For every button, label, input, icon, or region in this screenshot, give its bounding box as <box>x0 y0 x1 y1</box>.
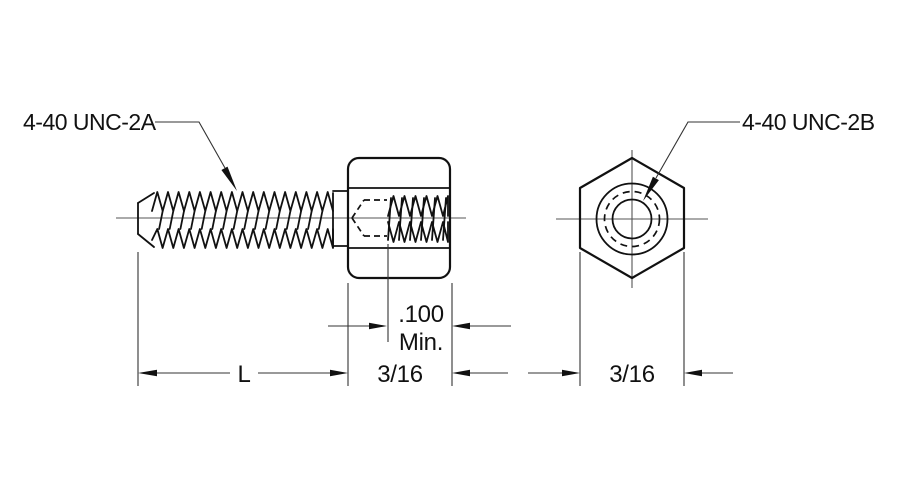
end-view <box>556 150 708 288</box>
dim-hex-width-side: 3/16 <box>377 283 508 388</box>
external-thread <box>151 191 334 249</box>
hex-end-arrow-left <box>562 369 580 377</box>
male-callout-leader-line <box>155 121 226 169</box>
stud-tip-chamfer <box>137 192 155 248</box>
thread-major-diameter-circle <box>603 190 661 248</box>
chamfer-circle <box>595 182 669 256</box>
hidden-tapped-hole <box>351 199 387 237</box>
hex-width-side-value: 3/16 <box>377 361 423 388</box>
hex-end-arrow-right <box>684 369 702 377</box>
internal-thread-flanks <box>387 197 447 241</box>
drill-point-flank-top <box>351 199 365 219</box>
tip-chamfer-bottom <box>137 233 155 248</box>
thread-depth-arrow-right <box>452 322 470 330</box>
female-callout-arrowhead <box>643 176 659 201</box>
thread-depth-arrow-left <box>369 322 387 330</box>
external-thread-flanks <box>158 210 324 230</box>
female-thread-label: 4-40 UNC-2B <box>742 109 875 135</box>
hex-body-side <box>346 156 452 280</box>
side-view <box>116 156 466 280</box>
thread-depth-qualifier: Min. <box>399 329 443 356</box>
external-thread-bottom-crests <box>151 228 334 249</box>
hexagon-outline <box>578 156 686 280</box>
tip-chamfer-top <box>137 192 155 204</box>
hex-side-arrow-right <box>452 369 470 377</box>
dim-hex-width-end: 3/16 <box>528 252 733 388</box>
male-thread-callout: 4-40 UNC-2A <box>23 109 237 191</box>
internal-thread-bottom-row <box>387 221 449 243</box>
internal-thread-top-row <box>387 195 449 217</box>
dim-stud-length: L <box>137 252 349 388</box>
shank <box>332 190 349 247</box>
drill-point-flank-bottom <box>351 217 365 237</box>
length-arrow-right <box>330 369 348 377</box>
male-callout-arrowhead <box>221 166 237 191</box>
hex-body-outline <box>346 156 452 280</box>
external-thread-top-crests <box>151 191 334 212</box>
tap-drill-hole-circle <box>611 198 653 240</box>
hex-width-end-value: 3/16 <box>609 361 655 388</box>
length-arrow-left <box>138 369 157 377</box>
dim-thread-depth: .100 Min. <box>328 244 511 356</box>
female-callout-leader-line <box>655 121 740 179</box>
female-thread-callout: 4-40 UNC-2B <box>643 109 875 201</box>
thread-depth-value: .100 <box>398 301 444 328</box>
internal-thread <box>387 195 449 243</box>
male-thread-label: 4-40 UNC-2A <box>23 109 157 135</box>
stud-length-label: L <box>237 361 250 388</box>
